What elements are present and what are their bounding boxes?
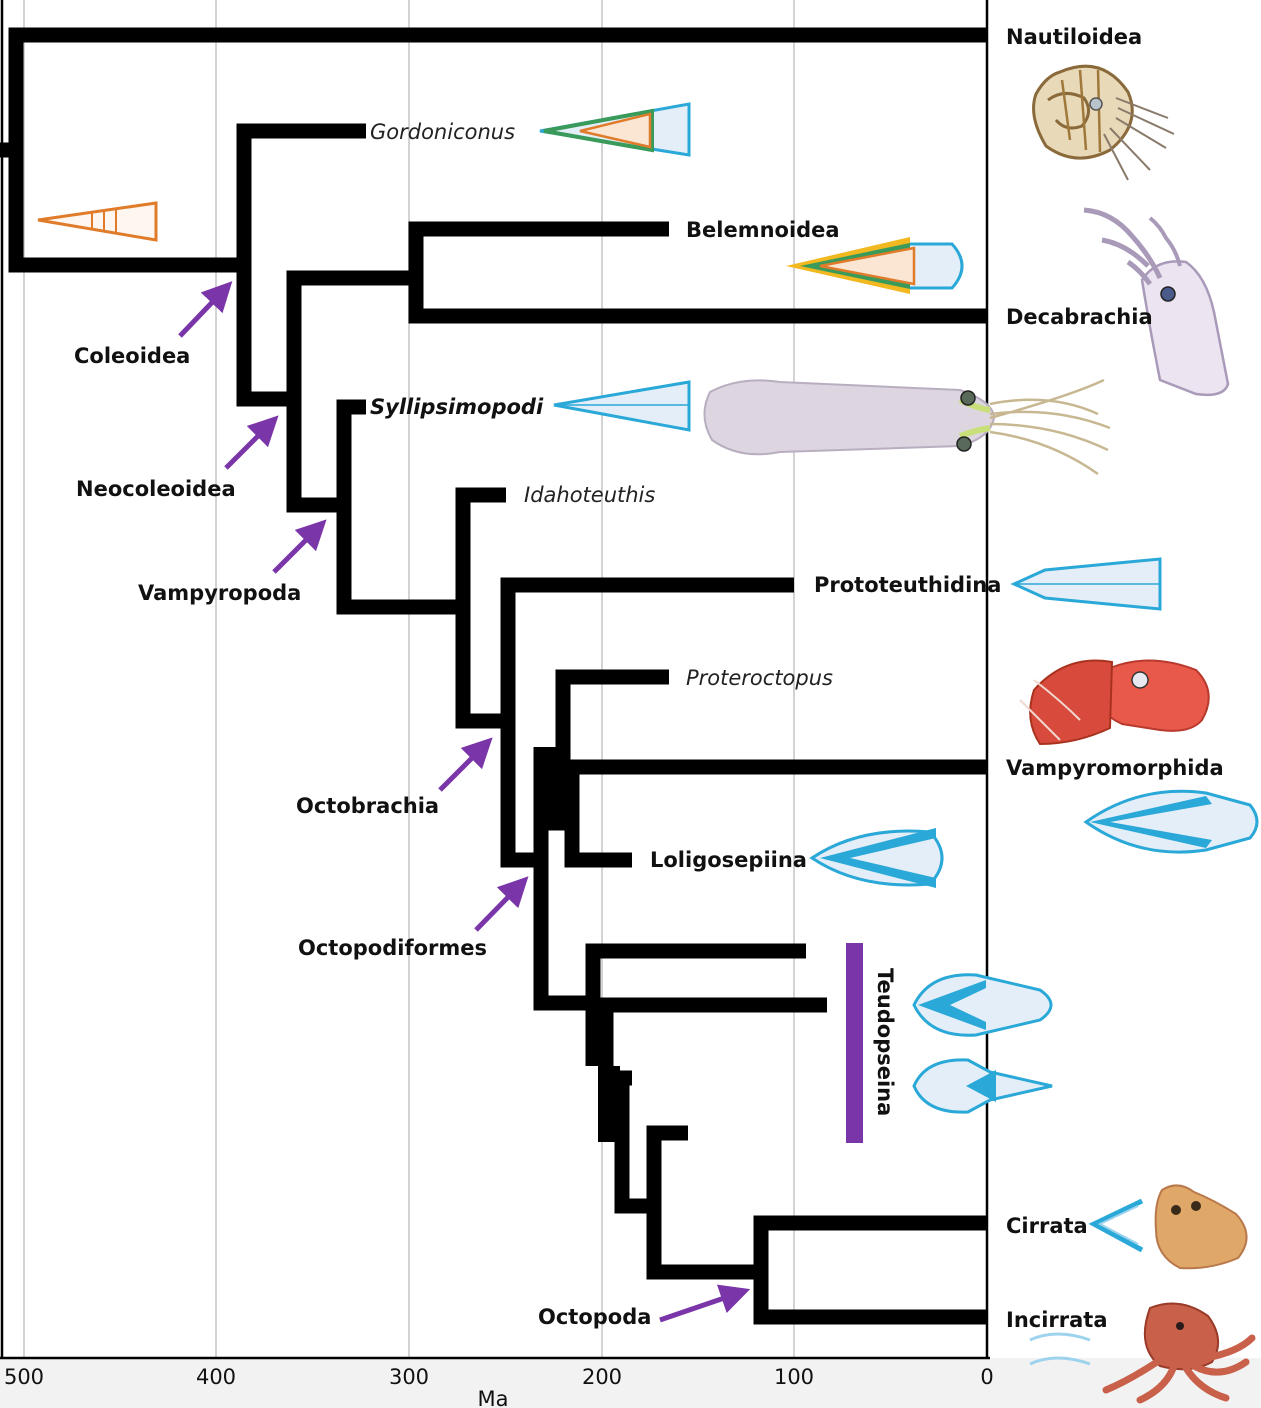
branch-teudopseina-1 — [585, 943, 806, 1066]
label-belemnoidea: Belemnoidea — [686, 218, 840, 242]
branch-octopoda — [753, 1215, 987, 1325]
shell-icons — [37, 102, 1259, 1366]
incirrata-stylet-icon — [1029, 1332, 1091, 1366]
label-octopoda: Octopoda — [538, 1305, 651, 1329]
label-octobrachia: Octobrachia — [296, 794, 439, 818]
time-gridlines — [23, 0, 795, 1358]
branch-dense-node — [598, 1066, 620, 1142]
arrow-octopodiformes — [474, 876, 529, 932]
tick-100: 100 — [774, 1365, 814, 1389]
label-teudopseina: Teudopseina — [873, 968, 897, 1116]
label-loligosepiina: Loligosepiina — [650, 848, 807, 872]
branch-octopoda-stem — [646, 1125, 761, 1280]
tick-200: 200 — [582, 1365, 622, 1389]
dumbo-octopus-icon — [1154, 1184, 1248, 1270]
arrow-coleoidea — [178, 281, 233, 338]
label-vampyropoda: Vampyropoda — [138, 581, 301, 605]
syllipsimopodi-icon — [703, 378, 1111, 476]
syllipsimopodi-gladius-icon — [553, 380, 691, 432]
branch-octopodiformes — [500, 577, 794, 868]
prototeuthidina-gladius-icon — [1010, 557, 1162, 611]
gordoniconus-shell-icon — [539, 102, 691, 157]
animal-illustrations — [703, 64, 1256, 1404]
branch-decabrachia-belemnoidea — [408, 221, 987, 324]
label-octopodiformes: Octopodiformes — [298, 936, 487, 960]
tick-500: 500 — [4, 1365, 44, 1389]
arrow-vampyropoda — [272, 519, 327, 574]
teudopseina-bar — [846, 943, 863, 1143]
octopus-icon — [1102, 1302, 1256, 1404]
branch-vampyromorphida — [564, 759, 987, 868]
ancestral-shell-icon — [37, 201, 158, 242]
teudopseina-gladius-icon-1 — [912, 973, 1053, 1037]
label-decabrachia: Decabrachia — [1006, 305, 1153, 329]
branch-vampyropoda — [336, 399, 463, 615]
label-idahoteuthis: Idahoteuthis — [524, 483, 655, 507]
label-proteroctopus: Proteroctopus — [686, 666, 833, 690]
cirrata-shell-icon — [1088, 1198, 1144, 1253]
tick-300: 300 — [389, 1365, 429, 1389]
branch-neocoleoidea — [286, 229, 424, 513]
taxon-labels: Nautiloidea Gordoniconus Belemnoidea Dec… — [370, 25, 1224, 1332]
arrow-octopoda — [659, 1284, 751, 1323]
arrow-neocoleoidea — [224, 415, 279, 470]
branch-octobrachia — [455, 487, 508, 729]
label-prototeuthidina: Prototeuthidina — [814, 573, 1001, 597]
label-cirrata: Cirrata — [1006, 1214, 1088, 1238]
axis-tick-labels: 500 400 300 200 100 0 Ma — [4, 1365, 994, 1408]
axis-title: Ma — [478, 1387, 509, 1408]
branch-teudopseina-base — [533, 747, 593, 1011]
loligosepiina-gladius-icon — [809, 828, 944, 888]
vampyromorphida-gladius-icon — [1083, 789, 1259, 854]
label-vampyromorphida: Vampyromorphida — [1006, 756, 1224, 780]
tick-400: 400 — [196, 1365, 236, 1389]
label-coleoidea: Coleoidea — [74, 344, 190, 368]
clade-arrows — [178, 281, 751, 1323]
label-incirrata: Incirrata — [1006, 1308, 1108, 1332]
vampire-squid-icon — [1019, 659, 1210, 746]
clade-labels: Coleoidea Neocoleoidea Vampyropoda Octob… — [74, 344, 651, 1329]
label-nautiloidea: Nautiloidea — [1006, 25, 1142, 49]
branch-teudopseina-3 — [614, 1070, 654, 1214]
arrow-octobrachia — [438, 737, 493, 792]
teudopseina-gladius-icon-2 — [912, 1058, 1053, 1114]
label-syllipsimopodi: Syllipsimopodi — [370, 395, 544, 419]
nautilus-icon — [1032, 64, 1175, 181]
label-neocoleoidea: Neocoleoidea — [76, 477, 236, 501]
branch-root — [8, 27, 987, 273]
tick-0: 0 — [980, 1365, 993, 1389]
belemnoid-shell-icon — [786, 237, 964, 294]
label-gordoniconus: Gordoniconus — [370, 120, 515, 144]
branch-coleoidea — [236, 123, 366, 407]
axis-band — [0, 1358, 1261, 1408]
squid-icon — [1083, 207, 1230, 397]
